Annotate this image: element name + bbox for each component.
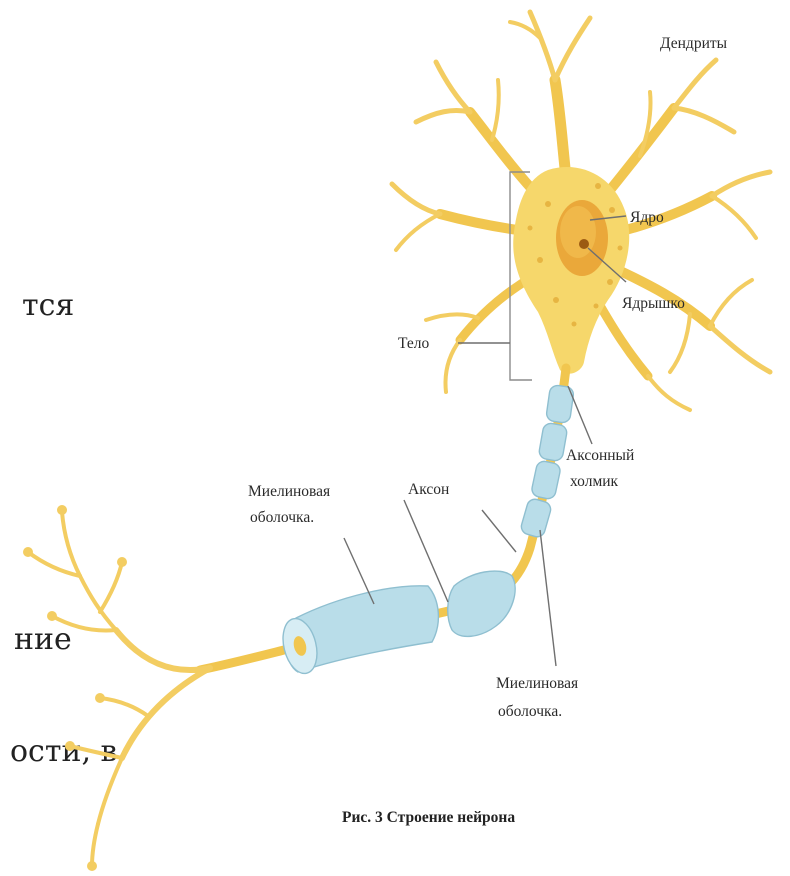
synaptic-bulb: [47, 611, 57, 621]
labels: Дендриты Ядро Ядрышко Тело Аксонный холм…: [248, 35, 728, 826]
synaptic-bulb: [95, 693, 105, 703]
label-myelin-bottom-line2: оболочка.: [498, 703, 562, 720]
granule: [594, 304, 599, 309]
dendrite-branch: [392, 184, 440, 214]
dendrite-branch: [710, 326, 770, 372]
dendrite-branch: [396, 214, 440, 250]
dendrite-branch: [674, 60, 716, 108]
label-dendrites: Дендриты: [660, 35, 728, 52]
dendrite: [460, 276, 534, 340]
figure-caption: Рис. 3 Строение нейрона: [342, 809, 515, 826]
dendrite-branch: [670, 314, 690, 372]
label-myelin-left-line1: Миелиновая: [248, 483, 330, 500]
dendrite-branch: [436, 62, 470, 112]
dendrite-branch: [492, 80, 499, 140]
dendrite-branch: [648, 376, 690, 410]
dendrite-branch: [710, 280, 752, 326]
terminal-branch: [100, 562, 122, 612]
granule: [607, 279, 613, 285]
synaptic-bulb: [117, 557, 127, 567]
label-body: Тело: [398, 335, 429, 352]
dendrite-branch: [555, 18, 590, 80]
label-nucleus: Ядро: [630, 209, 664, 226]
dendrite-branch: [712, 196, 756, 238]
myelin-segment: [538, 422, 568, 462]
label-axon-hillock-line1: Аксонный: [566, 447, 634, 464]
granule: [618, 246, 623, 251]
label-nucleolus: Ядрышко: [622, 295, 685, 312]
myelin-sheath: [278, 385, 575, 678]
granule: [537, 257, 543, 263]
terminal-branch: [116, 630, 210, 670]
terminal-branch: [92, 824, 98, 866]
leader-myelin-bottom: [540, 530, 556, 666]
terminal-branch: [80, 576, 116, 630]
dendrite: [555, 80, 566, 178]
granule: [609, 207, 615, 213]
nucleolus: [579, 239, 589, 249]
label-axon-hillock-line2: холмик: [570, 473, 619, 490]
synaptic-bulb: [87, 861, 97, 871]
dendrite-branch: [674, 108, 734, 132]
label-myelin-bottom-line1: Миелиновая: [496, 675, 578, 692]
terminal-branch: [122, 668, 210, 758]
myelin-segment: [531, 460, 562, 500]
dendrite-branch: [426, 314, 478, 320]
label-myelin-left-line2: оболочка.: [250, 509, 314, 526]
dendrite: [598, 302, 648, 376]
dendrite-branch: [446, 340, 460, 392]
terminal-branch: [70, 746, 122, 758]
label-axon: Аксон: [408, 481, 449, 498]
dendrite-branch: [530, 12, 555, 80]
dendrite-branch: [712, 172, 770, 196]
leader-myelin-segment: [482, 510, 516, 552]
leader-axon-hillock: [568, 386, 592, 444]
axon-terminals: [23, 505, 210, 871]
synaptic-bulb: [23, 547, 33, 557]
myelin-segment: [448, 571, 515, 636]
granule: [572, 322, 577, 327]
granule: [545, 201, 551, 207]
cell-body: [513, 167, 629, 374]
myelin-segment: [520, 497, 553, 538]
terminal-branch: [62, 512, 80, 576]
granule: [528, 226, 533, 231]
synaptic-bulb: [57, 505, 67, 515]
terminal-branch: [100, 698, 148, 716]
dendrite: [602, 108, 674, 200]
granule: [553, 297, 559, 303]
terminal-branch: [98, 758, 122, 824]
granule: [595, 183, 601, 189]
synaptic-bulb: [65, 741, 75, 751]
dendrite-branch: [416, 110, 470, 122]
